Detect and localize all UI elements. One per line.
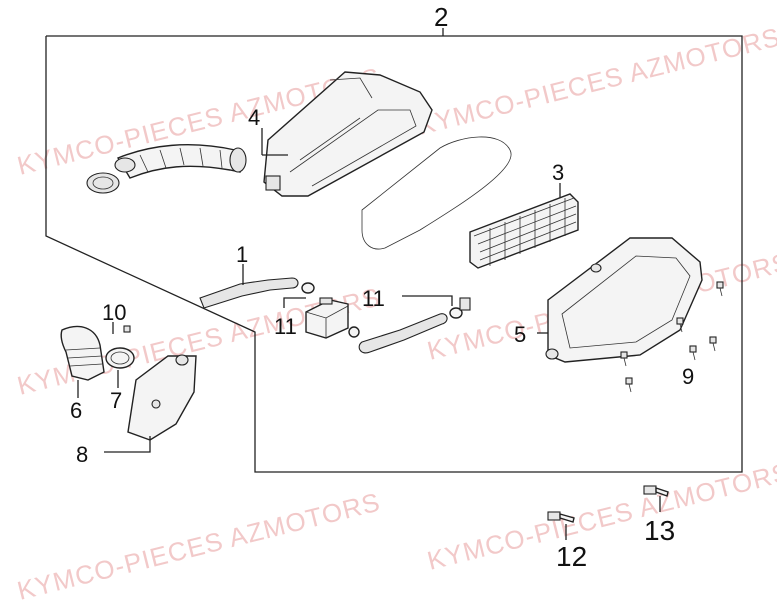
part-drain-hose [358, 313, 448, 354]
part-clamp [105, 347, 135, 369]
part-inlet-boot [60, 325, 105, 381]
part-bolt-13 [643, 485, 669, 497]
leader-8 [104, 436, 151, 453]
part-drain-box [305, 297, 349, 339]
part-hose-1 [199, 277, 299, 309]
callout-9: 9 [682, 364, 694, 389]
part-bolt-12 [547, 511, 575, 523]
part-hose-1-end [301, 282, 315, 294]
callout-1: 1 [236, 242, 248, 267]
part-screw-10 [123, 325, 131, 333]
callout-10: 10 [102, 300, 126, 325]
watermark-5: KYMCO-PIECES AZMOTORS [14, 486, 383, 600]
callout-11-left: 11 [274, 314, 297, 339]
part-air-cleaner-case [263, 71, 433, 197]
callout-5: 5 [514, 322, 526, 347]
part-gasket [361, 136, 512, 250]
part-plug [459, 297, 471, 311]
callout-labels: 2 4 3 1 10 11 11 5 9 6 7 8 12 13 [70, 2, 694, 572]
callout-2: 2 [434, 2, 448, 32]
watermark-6: KYMCO-PIECES AZMOTORS [424, 456, 777, 575]
part-cover [545, 237, 703, 363]
callout-6: 6 [70, 398, 82, 423]
callout-7: 7 [110, 388, 122, 413]
callout-12: 12 [556, 541, 587, 572]
leader-11b [402, 295, 453, 306]
callout-8: 8 [76, 442, 88, 467]
assembly-outline [45, 35, 743, 473]
leader-11a [283, 297, 306, 308]
watermark-2: KYMCO-PIECES AZMOTORS [414, 21, 777, 140]
callout-4: 4 [248, 105, 260, 130]
part-intake-duct [86, 144, 247, 194]
part-inlet-cover [127, 354, 197, 441]
part-filter-element [469, 193, 579, 269]
part-screws [620, 281, 724, 393]
part-clip-a [348, 326, 360, 338]
callout-11-right: 11 [362, 286, 385, 311]
part-clip-b [449, 307, 463, 319]
callout-3: 3 [552, 160, 564, 185]
callout-13: 13 [644, 515, 675, 546]
